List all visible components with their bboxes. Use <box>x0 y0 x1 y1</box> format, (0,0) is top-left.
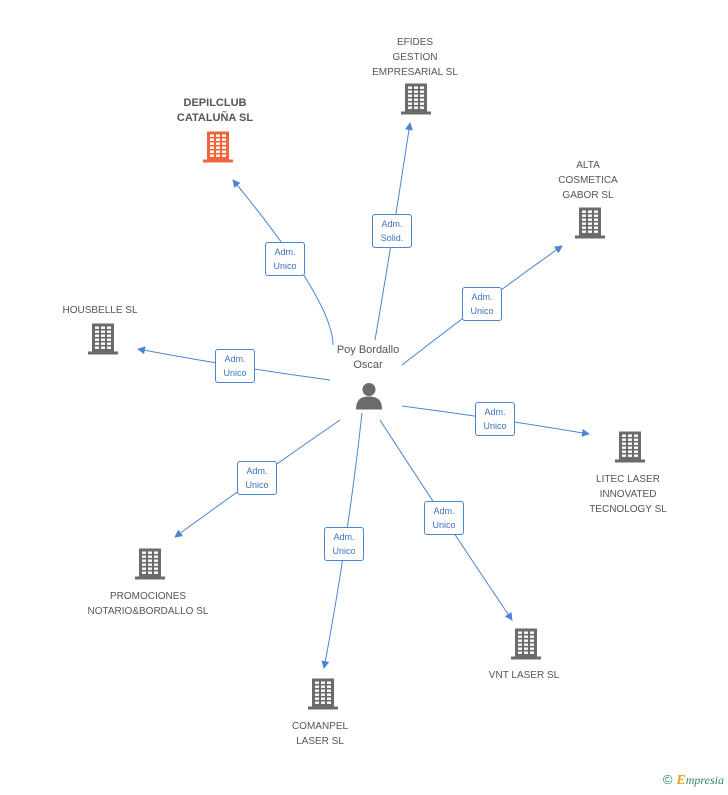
role-text: Unico <box>483 421 507 431</box>
role-badge-litec[interactable]: Adm. Unico <box>475 402 515 436</box>
role-text: Adm. <box>381 219 403 229</box>
role-text: Adm. <box>433 506 455 516</box>
role-text: Solid. <box>380 233 404 243</box>
company-name: HOUSBELLE SL <box>62 305 138 316</box>
role-text: Adm. <box>246 466 268 476</box>
role-text: Unico <box>470 306 494 316</box>
role-badge-comanpel[interactable]: Adm. Unico <box>324 527 364 561</box>
role-badge-alta[interactable]: Adm. Unico <box>462 287 502 321</box>
building-icon <box>134 546 166 585</box>
role-text: Adm. <box>333 532 355 542</box>
role-text: Unico <box>245 480 269 490</box>
copyright-symbol: © <box>662 772 673 787</box>
role-text: Adm. <box>224 354 246 364</box>
brand-footer: ©Empresia <box>663 772 724 789</box>
person-icon <box>355 382 383 415</box>
role-text: Unico <box>332 546 356 556</box>
role-text: Adm. <box>471 292 493 302</box>
building-icon <box>510 626 542 665</box>
company-name: LITEC LASER INNOVATED TECNOLOGY SL <box>589 474 667 515</box>
brand-initial: E <box>676 773 686 788</box>
building-icon <box>400 81 432 120</box>
building-icon <box>307 676 339 715</box>
building-icon <box>574 205 606 244</box>
building-icon <box>87 321 119 360</box>
company-name: COMANPEL LASER SL <box>291 721 349 747</box>
role-badge-promociones[interactable]: Adm. Unico <box>237 461 277 495</box>
role-badge-housbelle[interactable]: Adm. Unico <box>215 349 255 383</box>
role-text: Unico <box>223 368 247 378</box>
role-badge-vnt[interactable]: Adm. Unico <box>424 501 464 535</box>
company-name: DEPILCLUB CATALUÑA SL <box>176 97 254 124</box>
company-name: VNT LASER SL <box>488 670 560 681</box>
role-text: Adm. <box>274 247 296 257</box>
role-badge-efides[interactable]: Adm. Solid. <box>372 214 412 248</box>
role-badge-depilclub[interactable]: Adm. Unico <box>265 242 305 276</box>
relation-edge-depilclub <box>232 179 334 346</box>
company-name: PROMOCIONES NOTARIO&BORDALLO SL <box>87 591 209 617</box>
role-text: Adm. <box>484 407 506 417</box>
building-icon <box>202 129 234 168</box>
person-name: Poy Bordallo Oscar <box>336 344 400 371</box>
brand-name: mpresia <box>685 773 724 787</box>
role-text: Unico <box>432 520 456 530</box>
company-name: EFIDES GESTION EMPRESARIAL SL <box>372 37 458 78</box>
building-icon <box>614 429 646 468</box>
company-name: ALTA COSMETICA GABOR SL <box>558 160 618 201</box>
role-text: Unico <box>273 261 297 271</box>
